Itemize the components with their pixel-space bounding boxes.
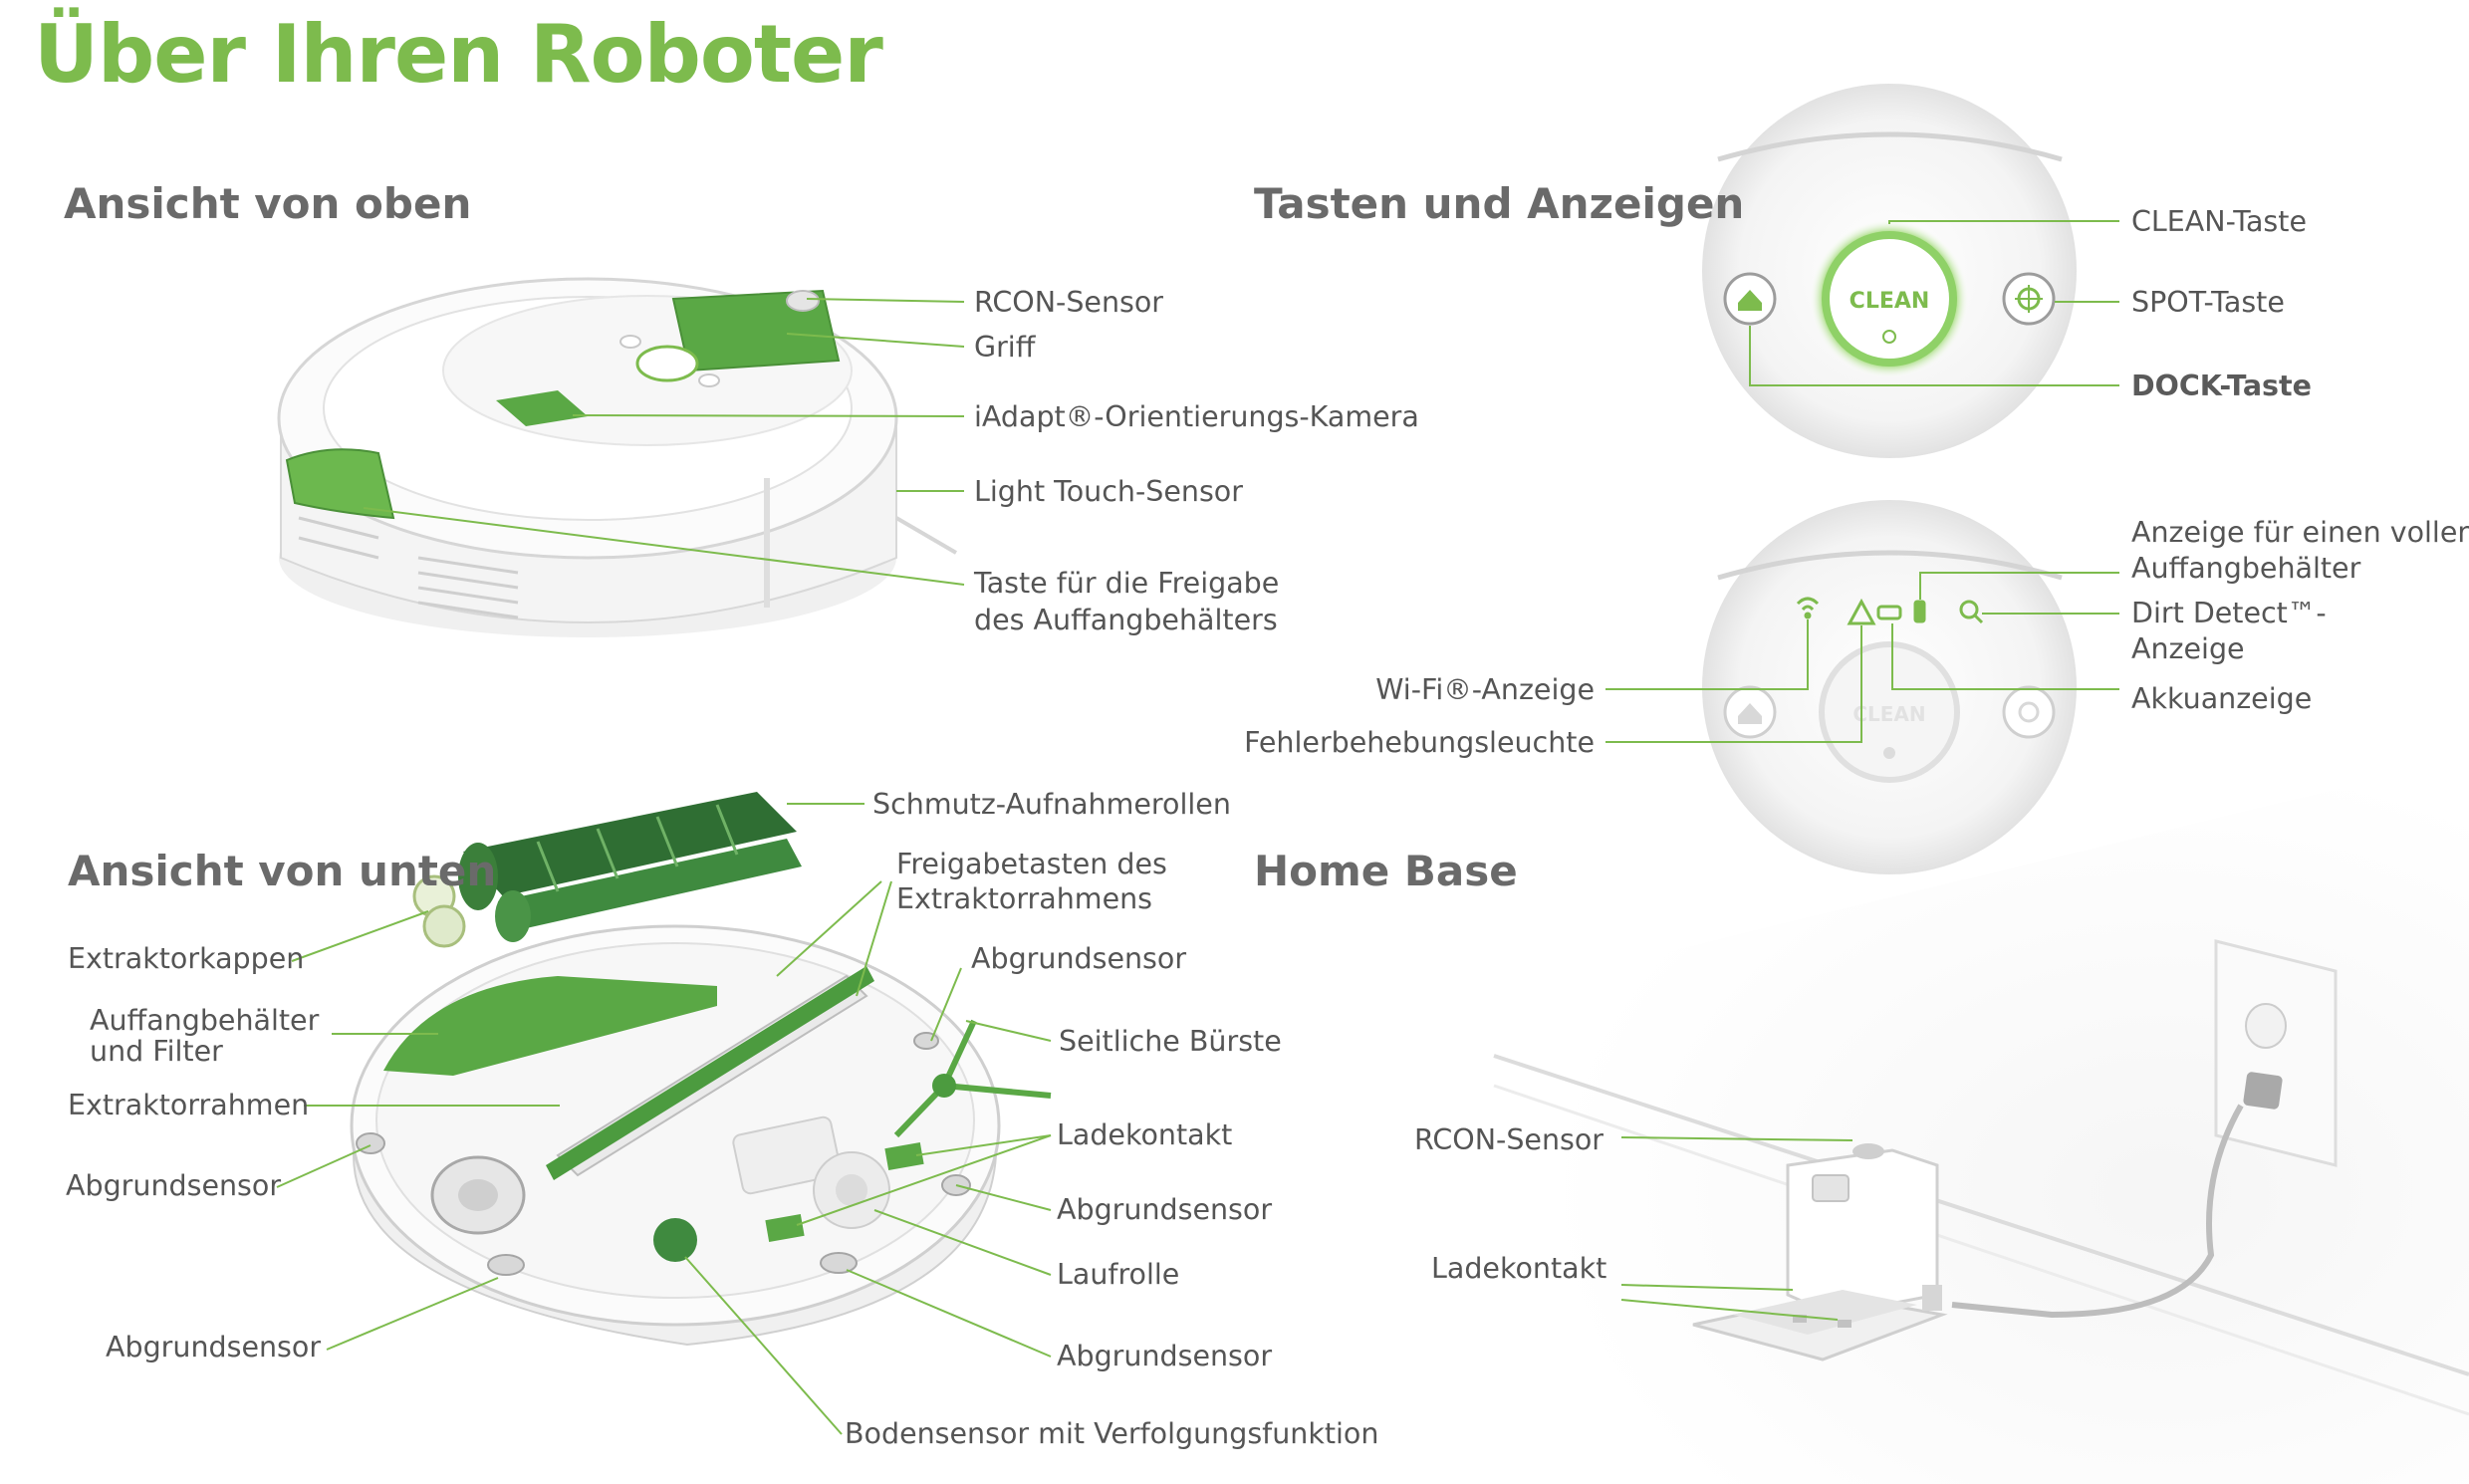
label-dock-button: DOCK-Taste: [2131, 370, 2312, 402]
clean-button-text-dim: CLEAN: [1852, 702, 1925, 726]
rcon-sensor-part: [786, 290, 820, 312]
warning-icon: [1847, 598, 1876, 625]
label-battery: Akkuanzeige: [2131, 682, 2313, 715]
wall-outlet: [2214, 939, 2338, 1167]
bin-full-icon: [1913, 600, 1926, 623]
buttons-circle-bottom: CLEAN: [1702, 500, 2077, 874]
label-error-light: Fehlerbehebungsleuchte: [1244, 726, 1595, 759]
label-clean-button: CLEAN-Taste: [2131, 205, 2307, 238]
buttons-circle-top: CLEAN: [1702, 84, 2077, 458]
label-bin-filter-2: und Filter: [90, 1035, 223, 1068]
label-charging-contact: Ladekontakt: [1057, 1118, 1233, 1151]
label-handle: Griff: [974, 331, 1036, 364]
label-cliff-sensor-bottom-left: Abgrundsensor: [106, 1331, 322, 1363]
clean-button-text: CLEAN: [1850, 289, 1930, 314]
home-base-tower: [1786, 1148, 1939, 1317]
label-rollers: Schmutz-Aufnahmerollen: [872, 788, 1231, 821]
label-floor-tracking-sensor: Bodensensor mit Verfolgungsfunktion: [845, 1417, 1379, 1450]
label-full-bin-2: Auffangbehälter: [2131, 552, 2361, 585]
label-home-base-rcon: RCON-Sensor: [1414, 1123, 1605, 1156]
section-title-buttons: Tasten und Anzeigen: [1254, 179, 1745, 228]
page-title: Über Ihren Roboter: [34, 8, 883, 101]
section-title-bottom-view: Ansicht von unten: [68, 847, 497, 895]
label-full-bin-1: Anzeige für einen vollen: [2131, 516, 2469, 549]
home-icon: [1738, 290, 1762, 311]
camera-part: [496, 390, 588, 426]
power-cable: [1951, 1104, 2244, 1319]
leader-lines: [276, 220, 2119, 1435]
section-title-top-view: Ansicht von oben: [64, 179, 472, 228]
contact-part: [884, 1142, 924, 1170]
label-extractor-frame: Extraktorrahmen: [68, 1089, 310, 1121]
extractor-caps-part: [412, 874, 466, 948]
rollers-part: [458, 792, 802, 942]
wifi-icon: [1796, 597, 1820, 606]
vents: [298, 516, 519, 619]
label-rcon-sensor: RCON-Sensor: [974, 286, 1164, 319]
bin-part: [383, 976, 717, 1076]
label-camera: iAdapt®-Orientierungs-Kamera: [974, 400, 1419, 433]
label-spot-button: SPOT-Taste: [2131, 286, 2285, 319]
floor-sensor-part: [653, 1218, 697, 1262]
label-cliff-sensor-top-right: Abgrundsensor: [971, 942, 1187, 975]
home-base-illustration: [1444, 757, 2469, 1484]
label-dirt-detect-1: Dirt Detect™-: [2131, 597, 2327, 629]
label-cliff-sensor-left: Abgrundsensor: [66, 1169, 282, 1202]
label-caster-wheel: Laufrolle: [1057, 1258, 1180, 1291]
robot-bottom-view: [350, 792, 1052, 1347]
label-wifi: Wi-Fi®-Anzeige: [1375, 673, 1595, 706]
label-bin-release-1: Taste für die Freigabe: [974, 567, 1280, 600]
extractor-frame-part: [546, 966, 874, 1180]
label-light-touch: Light Touch-Sensor: [974, 475, 1243, 508]
label-dirt-detect-2: Anzeige: [2131, 632, 2245, 665]
spot-icon-dim: [2018, 701, 2040, 723]
label-bin-release-2: des Auffangbehälters: [974, 604, 1278, 636]
label-home-base-contact: Ladekontakt: [1431, 1252, 1607, 1285]
home-icon-dim: [1738, 703, 1762, 724]
bin-release-part: [285, 448, 395, 520]
label-cliff-sensor-right: Abgrundsensor: [1057, 1193, 1273, 1226]
battery-icon: [1876, 605, 1902, 620]
label-frame-release-1: Freigabetasten des: [896, 848, 1167, 880]
label-frame-release-2: Extraktorrahmens: [896, 882, 1153, 915]
label-side-brush: Seitliche Bürste: [1059, 1025, 1282, 1058]
dirt-detect-icon: [1959, 600, 1979, 619]
robot-top-view: [277, 277, 958, 637]
label-cliff-sensor-bottom-right: Abgrundsensor: [1057, 1340, 1273, 1372]
label-extractor-caps: Extraktorkappen: [68, 942, 305, 975]
section-title-home-base: Home Base: [1254, 847, 1518, 895]
label-bin-filter-1: Auffangbehälter: [90, 1004, 320, 1037]
